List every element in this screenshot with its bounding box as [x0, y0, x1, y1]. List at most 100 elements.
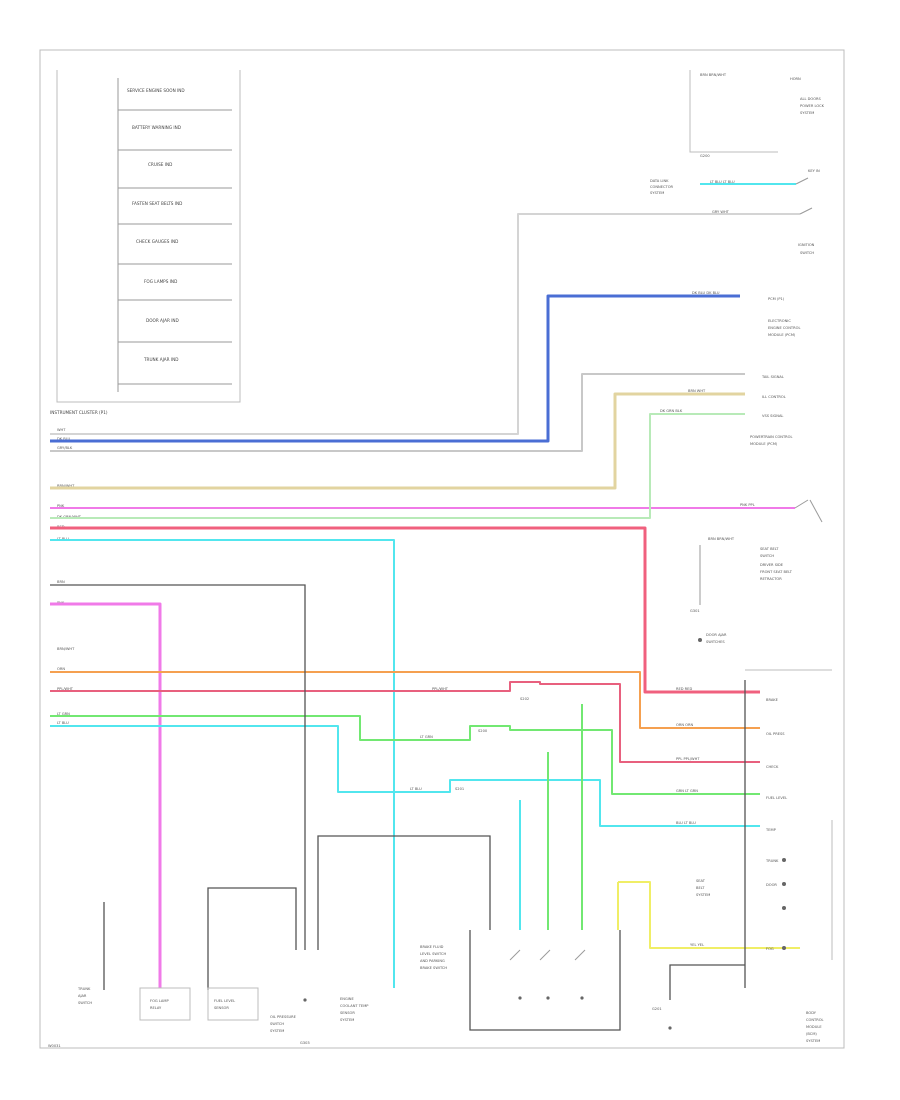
pnk-wire-label: PNK PPL — [740, 503, 755, 507]
wire-dkblue — [50, 294, 740, 443]
dark-ground-label: G301 — [690, 609, 700, 613]
bottom-box-label: SENSOR — [214, 1006, 229, 1010]
panel-item: OIL PRESS — [766, 732, 785, 736]
wire-ltgreen — [50, 715, 760, 795]
dark-sys-label: DOOR AJAR — [706, 633, 727, 637]
panel-item: FOG — [766, 947, 774, 951]
pcm-label: PCM (P1) — [768, 297, 785, 301]
ground-label: G200 — [700, 154, 710, 158]
wires — [50, 213, 800, 988]
splice-label: S201 — [455, 787, 464, 791]
bottom-box-label: BRAKE FLUID — [420, 945, 444, 949]
panel-sys: BODY — [806, 1011, 817, 1015]
cluster-lamp-6: DOOR AJAR IND — [146, 318, 179, 323]
tan-wire-label: BRN WHT — [688, 389, 706, 393]
yel-sys-label: BELT — [696, 886, 705, 890]
wire-tag: LT GRN — [420, 735, 433, 739]
left-wire-label: BRN/WHT — [57, 647, 75, 651]
bottom-box-label: AND PARKING — [420, 959, 445, 963]
wire-tag: PPL/WHT — [432, 687, 449, 691]
cluster-lamp-1: BATTERY WARNING IND — [132, 125, 181, 130]
ign-switch-label: IGNITION — [798, 243, 815, 247]
key-sys-label: CONNECTOR — [650, 185, 674, 189]
wire-tan — [50, 392, 745, 490]
top-label: BRN BRN/WHT — [700, 73, 727, 77]
left-wire-label: BRN/WHT — [57, 484, 75, 488]
wire-red — [50, 526, 760, 694]
ground-g201: G201 — [652, 1007, 662, 1011]
bottom-box-label: SYSTEM — [270, 1029, 284, 1033]
gry-wire-label: GRY WHT — [712, 210, 730, 214]
bottom-box-label: SWITCH — [78, 1001, 92, 1005]
multi-sys-label: POWERTRAIN CONTROL — [750, 435, 793, 439]
wire-tag: LT BLU — [410, 787, 422, 791]
wire-white — [50, 213, 800, 435]
left-wire-label: PNK — [57, 504, 65, 508]
multi-label: TAIL SIGNAL — [761, 375, 784, 379]
bottom-components: TRUNK AJAR SWITCH FOG LAMP RELAY FUEL LE… — [77, 687, 672, 1045]
bottom-box-label: SENSOR — [340, 1011, 355, 1015]
dark-wires — [50, 584, 746, 1031]
key-sys-label: DATA LINK — [650, 179, 669, 183]
top-label: SYSTEM — [800, 111, 814, 115]
panel-wire: BLU LT BLU — [676, 821, 696, 825]
footer-code: W0031 — [48, 1044, 61, 1048]
wire-gray — [50, 373, 745, 452]
wire-purple — [50, 681, 760, 763]
left-wire-label: WHT — [57, 428, 66, 432]
yel-sys-label: SYSTEM — [696, 893, 710, 897]
brn-wire-label: BRN BRN/WHT — [708, 537, 735, 541]
left-wire-label: BRN — [57, 580, 65, 584]
left-wire-labels: WHT DK BLU GRY/BLK BRN/WHT PNK DK GRN/WH… — [57, 428, 82, 725]
wire-pink-left — [50, 602, 162, 988]
cluster-lamp-3: FASTEN SEAT BELTS IND — [132, 201, 182, 206]
top-label: HORN — [790, 77, 801, 81]
dkblu-wire-label: DK BLU DK BLU — [692, 291, 720, 295]
panel-item: CHECK — [766, 765, 779, 769]
panel-sys: CONTROL — [806, 1018, 824, 1022]
dark-sys-label: SWITCHES — [706, 640, 725, 644]
cluster-dividers — [118, 109, 232, 385]
bottom-box-label: ENGINE — [340, 997, 354, 1001]
bottom-box-label: COOLANT TEMP — [340, 1004, 369, 1008]
yel-wire-label: YEL YEL — [690, 943, 704, 947]
panel-item: BRAKE — [766, 698, 779, 702]
splice-label: S200 — [478, 729, 488, 733]
ground-g303: G303 — [300, 1041, 310, 1045]
bcm-panel: BRAKE OIL PRESS CHECK FUEL LEVEL TEMP TR… — [676, 669, 833, 1043]
multi-sys-label: MODULE (PCM) — [750, 442, 778, 446]
wire-ltblue — [50, 725, 760, 827]
cluster-lamp-2: CRUISE IND — [148, 162, 172, 167]
pcm-sys-label: ELECTRONIC — [768, 319, 791, 323]
bottom-box-label: FUEL LEVEL — [214, 999, 235, 1003]
panel-wire: GRN LT GRN — [676, 789, 698, 793]
bottom-box-label: SWITCH — [270, 1022, 284, 1026]
left-wire-label: LT GRN — [57, 712, 70, 716]
bottom-box-label: SYSTEM — [340, 1018, 354, 1022]
seatbelt-label: SEAT BELT — [760, 547, 779, 551]
multi-label: VSS SIGNAL — [762, 414, 783, 418]
belt-sys-label: FRONT SEAT BELT — [760, 570, 793, 574]
yel-sys-label: SEAT — [696, 879, 706, 883]
instrument-cluster: SERVICE ENGINE SOON IND BATTERY WARNING … — [50, 70, 241, 415]
panel-item: TRUNK — [765, 859, 779, 863]
left-wire-label: DK BLU — [57, 437, 71, 441]
seatbelt-label: SWITCH — [760, 554, 774, 558]
page-frame — [39, 49, 845, 1049]
panel-sys: MODULE — [806, 1025, 822, 1029]
cluster-title: INSTRUMENT CLUSTER (P1) — [50, 410, 108, 415]
bottom-box-label: AJAR — [78, 994, 87, 998]
belt-sys-label: DRIVER SIDE — [760, 563, 784, 567]
left-wire-label: LT BLU — [57, 721, 69, 725]
panel-item: TEMP — [765, 828, 777, 832]
pcm-sys-label: ENGINE CONTROL — [768, 326, 800, 330]
cluster-lamp-4: CHECK GAUGES IND — [136, 239, 178, 244]
wire-yellow — [618, 881, 800, 949]
panel-wire: ORN ORN — [676, 723, 693, 727]
bottom-box-label: OIL PRESSURE — [270, 1015, 297, 1019]
panel-wire: PPL PPL/WHT — [676, 757, 700, 761]
key-sys-label: SYSTEM — [650, 191, 664, 195]
bottom-box-label: RELAY — [150, 1006, 162, 1010]
cluster-lamp-5: FOG LAMPS IND — [144, 279, 177, 284]
